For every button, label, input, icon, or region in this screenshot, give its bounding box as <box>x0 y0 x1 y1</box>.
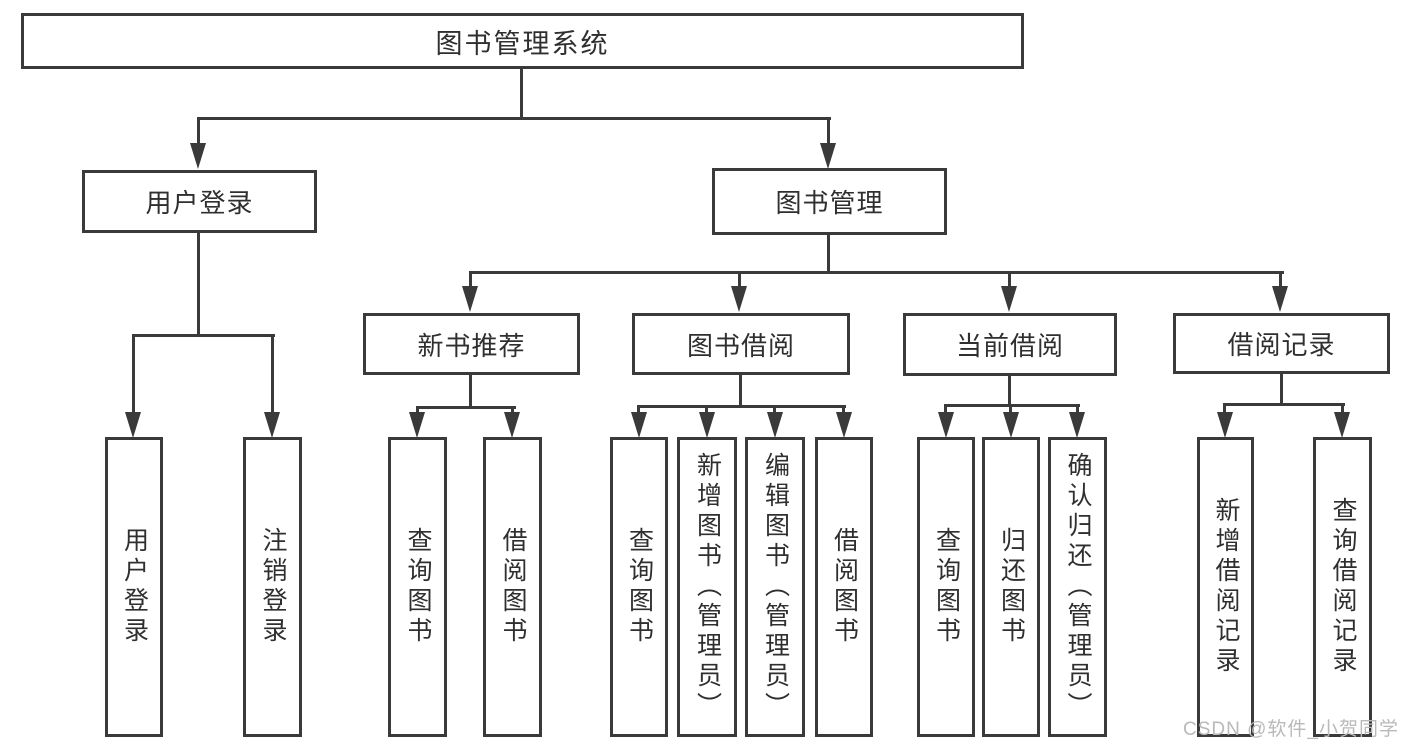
connector-line <box>271 334 274 416</box>
connector-line <box>520 69 523 120</box>
arrow-down-icon <box>462 286 478 312</box>
connector-line <box>469 271 1284 274</box>
arrow-down-icon <box>836 412 852 438</box>
connector-line <box>511 406 514 415</box>
leaf-confirm-return-admin: 确认归还（管理员） <box>1048 437 1107 737</box>
connector-line <box>1008 376 1011 407</box>
connector-line <box>1008 271 1011 289</box>
connector-line <box>738 271 741 289</box>
connector-line <box>1076 404 1079 415</box>
connector-line <box>827 235 830 274</box>
leaf-borrow-books: 借阅图书 <box>815 437 873 737</box>
node-book-management: 图书管理 <box>712 168 947 235</box>
leaf-return-books: 归还图书 <box>982 437 1040 737</box>
connector-line <box>705 405 708 415</box>
arrow-down-icon <box>504 412 520 438</box>
arrow-down-icon <box>699 412 715 438</box>
connector-line <box>197 117 200 149</box>
arrow-down-icon <box>767 412 783 438</box>
connector-line <box>132 334 275 337</box>
connector-line <box>416 406 516 409</box>
connector-line <box>416 406 419 415</box>
leaf-add-borrow-record: 新增借阅记录 <box>1197 437 1254 737</box>
arrow-down-icon <box>1003 412 1019 438</box>
node-new-book-recommend: 新书推荐 <box>363 313 580 375</box>
arrow-down-icon <box>1001 286 1017 312</box>
node-current-borrow: 当前借阅 <box>903 313 1117 376</box>
connector-line <box>637 405 846 408</box>
arrow-down-icon <box>190 143 206 169</box>
leaf-query-books-borrow: 查询图书 <box>610 437 668 737</box>
connector-line <box>944 404 947 415</box>
csdn-watermark: CSDN @软件_小贺同学 <box>1183 719 1399 740</box>
leaf-user-login: 用户登录 <box>105 437 163 737</box>
leaf-borrow-books-recommend: 借阅图书 <box>483 437 542 737</box>
connector-line <box>197 233 200 337</box>
leaf-query-books-recommend: 查询图书 <box>388 437 447 737</box>
leaf-query-borrow-record: 查询借阅记录 <box>1313 437 1372 737</box>
connector-line <box>637 405 640 415</box>
arrow-down-icon <box>938 412 954 438</box>
connector-line <box>739 375 742 408</box>
connector-line <box>827 117 830 149</box>
leaf-add-books-admin: 新增图书（管理员） <box>677 437 737 737</box>
leaf-query-books-current: 查询图书 <box>917 437 975 737</box>
leaf-edit-books-admin: 编辑图书（管理员） <box>745 437 805 737</box>
connector-line <box>944 404 1080 407</box>
arrow-down-icon <box>125 412 141 438</box>
connector-line <box>469 375 472 409</box>
node-book-management-system: 图书管理系统 <box>21 13 1024 69</box>
connector-line <box>1223 403 1226 415</box>
connector-line <box>1280 374 1283 406</box>
arrow-down-icon <box>409 412 425 438</box>
arrow-down-icon <box>1272 286 1288 312</box>
connector-line <box>1009 404 1012 415</box>
connector-line <box>842 405 845 415</box>
node-borrow-records: 借阅记录 <box>1173 313 1390 374</box>
arrow-down-icon <box>1217 412 1233 438</box>
arrow-down-icon <box>631 412 647 438</box>
connector-line <box>1223 403 1345 406</box>
leaf-logout: 注销登录 <box>243 437 302 737</box>
connector-line <box>773 405 776 415</box>
arrow-down-icon <box>731 286 747 312</box>
connector-line <box>1341 403 1344 415</box>
arrow-down-icon <box>820 143 836 169</box>
arrow-down-icon <box>264 412 280 438</box>
connector-line <box>1279 271 1282 289</box>
connector-line <box>197 117 831 120</box>
node-book-borrow: 图书借阅 <box>632 313 850 375</box>
arrow-down-icon <box>1334 412 1350 438</box>
connector-line <box>469 271 472 289</box>
node-user-login: 用户登录 <box>82 170 317 233</box>
arrow-down-icon <box>1069 412 1085 438</box>
connector-line <box>132 334 135 416</box>
